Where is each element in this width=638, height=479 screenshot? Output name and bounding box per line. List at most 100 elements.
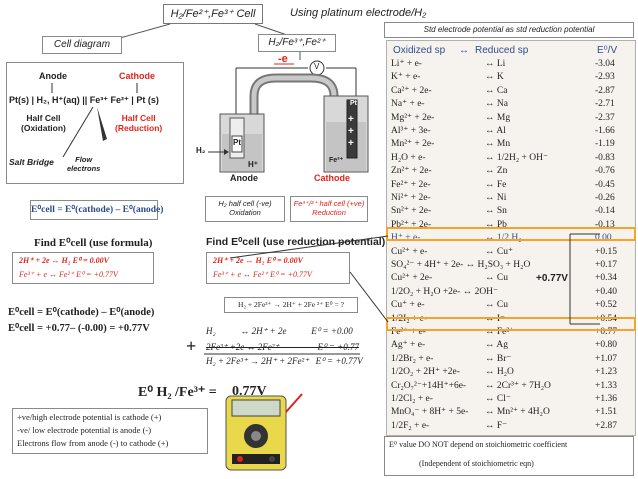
table-cell-potential: +2.87 bbox=[595, 420, 617, 431]
table-row: Ni²⁺ + 2e- ↔ Ni -0.26 bbox=[387, 192, 637, 205]
table-cell-potential: +0.77 bbox=[595, 327, 617, 337]
table-row: Al³⁺ + 3e- ↔ Al -1.66 bbox=[387, 125, 637, 138]
table-cell-potential: -0.13 bbox=[595, 219, 615, 230]
table-cell-reduced: ↔ Fe bbox=[485, 179, 507, 190]
highlight-fe-row bbox=[386, 317, 636, 331]
table-row: SO₄²⁻ + 4H⁺ + 2e- ↔ H₂SO₃ + H₂O +0.17 bbox=[387, 259, 637, 272]
table-cell-oxidized: Ni²⁺ + 2e- bbox=[391, 193, 431, 203]
h2-half-cell-box: H₂ half cell (-ve) Oxidation bbox=[205, 196, 285, 222]
cell-label-right: H₂/Fe³⁺,Fe²⁺ bbox=[268, 37, 326, 48]
table-cell-reduced: ↔ Cu⁺ bbox=[485, 246, 513, 257]
table-cell-potential: +1.51 bbox=[595, 407, 617, 418]
table-cell-potential: +0.80 bbox=[595, 340, 617, 351]
cell-voltage-label: +0.77V bbox=[536, 273, 568, 284]
table-cell-oxidized: Cr₂O₇²⁻+14H⁺+6e- bbox=[391, 380, 467, 391]
table-cell-potential: +1.33 bbox=[595, 380, 617, 391]
anode2-label: Anode bbox=[230, 173, 258, 183]
table-cell-oxidized: 1/2O₂ + H₂O +2e- ↔ 2OH⁻ bbox=[391, 286, 499, 297]
table-cell-oxidized: Mg²⁺ + 2e- bbox=[391, 112, 435, 123]
table-header-e: E⁰/V bbox=[597, 45, 618, 56]
table-cell-oxidized: MnO₄⁻ + 8H⁺ + 5e- bbox=[391, 407, 469, 418]
note-1: +ve/high electrode potential is cathode … bbox=[17, 412, 162, 422]
salt-bridge-label: Salt Bridge bbox=[9, 157, 54, 167]
table-row: Zn²⁺ + 2e-↔ Zn-0.76 bbox=[387, 165, 637, 178]
table-cell-reduced: ↔ Cu bbox=[485, 273, 508, 284]
table-cell-oxidized: H⁺ + e- bbox=[391, 233, 421, 244]
h2-half-cell-text: H₂ half cell (-ve) Oxidation bbox=[218, 199, 272, 217]
table-cell-reduced: ↔ Cl⁻ bbox=[485, 394, 511, 404]
flow-electrons-label: Flow electrons bbox=[67, 155, 101, 173]
table-cell-oxidized: 1/2Cl₂ + e- bbox=[391, 394, 433, 404]
table-cell-oxidized: Sn²⁺ + 2e- bbox=[391, 206, 432, 217]
sum-line1: H₂ ↔ 2H⁺ + 2e E⁰ = +0.00 bbox=[206, 326, 353, 336]
table-cell-reduced: ↔ H₂O bbox=[485, 367, 514, 378]
table-footer-box: E⁰ value DO NOT depend on stoichiometric… bbox=[384, 436, 634, 476]
eq-box-left: 2H⁺ + 2e ↔ H₂ E⁰ = 0.00V Fe³⁺ + e ↔ Fe²⁺… bbox=[12, 252, 154, 284]
table-cell-potential: -0.45 bbox=[595, 179, 615, 190]
table-cell-oxidized: Na⁺ + e- bbox=[391, 99, 425, 110]
title-text: H₂/Fe²⁺,Fe³⁺ Cell bbox=[170, 8, 256, 20]
table-cell-reduced: ↔ Mn²⁺ + 4H₂O bbox=[485, 407, 550, 418]
table-cell-reduced: ↔ 1/2H₂ + OH⁻ bbox=[485, 152, 549, 163]
fe-half-cell-text: Fe³⁺/²⁺ half cell (+ve) Reduction bbox=[293, 199, 365, 217]
result-label: E⁰ H₂ /Fe³⁺ = bbox=[138, 385, 217, 400]
table-cell-oxidized: SO₄²⁻ + 4H⁺ + 2e- ↔ H₂SO₃ + H₂O bbox=[391, 260, 531, 270]
table-row: 1/2O₂ + H₂O +2e- ↔ 2OH⁻+0.40 bbox=[387, 286, 637, 299]
highlight-h-row bbox=[386, 227, 636, 241]
table-row: Li⁺ + e-↔ Li-3.04 bbox=[387, 58, 637, 71]
cell-notation-arrows bbox=[51, 83, 138, 158]
half-cell-oxidation: Half Cell (Oxidation) bbox=[21, 113, 66, 133]
eq-left-line1: 2H⁺ + 2e ↔ H₂ E⁰ = 0.00V bbox=[19, 256, 110, 265]
table-cell-oxidized: 1/2Br₂ + e- bbox=[391, 353, 434, 364]
table-row: Sn²⁺ + 2e-↔ Sn-0.14 bbox=[387, 205, 637, 218]
table-cell-potential: +0.17 bbox=[595, 260, 617, 270]
cathode2-label: Cathode bbox=[314, 173, 350, 183]
table-cell-potential: +0.34 bbox=[595, 273, 617, 284]
table-cell-oxidized: 1/2F₂ + e- bbox=[391, 420, 430, 431]
table-row: 1/2F₂ + e-↔ F⁻+2.87 bbox=[387, 420, 637, 433]
eq-left-line2: Fe³⁺ + e ↔ Fe²⁺ E⁰ = +0.77V bbox=[19, 270, 118, 279]
plus-sign-2: + bbox=[348, 126, 354, 137]
fe-half-cell-box: Fe³⁺/²⁺ half cell (+ve) Reduction bbox=[290, 196, 368, 222]
formula-text: E⁰cell = E⁰(cathode) – E⁰(anode) bbox=[31, 205, 164, 215]
pt-left-label: Pt bbox=[233, 138, 241, 147]
table-row: K⁺ + e-↔ K-2.93 bbox=[387, 71, 637, 84]
h2-gas-label: H₂ bbox=[196, 146, 206, 155]
table-cell-oxidized: Cu²⁺ + 2e- bbox=[391, 273, 433, 284]
table-cell-reduced: ↔ Al bbox=[485, 126, 506, 136]
plus-sign-1: + bbox=[348, 114, 354, 125]
note-3: Electrons flow from anode (-) to cathode… bbox=[17, 438, 169, 448]
table-cell-reduced: ↔ Mg bbox=[485, 112, 511, 123]
table-cell-reduced: ↔ Cu bbox=[485, 300, 508, 311]
overall-box: H₂ + 2Fe³⁺ → 2H⁺ + 2Fe ²⁺ E⁰ = ? bbox=[224, 297, 358, 313]
table-footer-1: E⁰ value DO NOT depend on stoichiometric… bbox=[389, 440, 568, 449]
eq-right-line1: 2H⁺ + 2e ↔ H₂ E⁰ = 0.00V bbox=[213, 256, 304, 265]
table-row: Ag⁺ + e-↔ Ag+0.80 bbox=[387, 339, 637, 352]
table-row: 1/2O₂ + 2H⁺ +2e-↔ H₂O+1.23 bbox=[387, 366, 637, 379]
table-row: Pb²⁺ + 2e-↔ Pb-0.13 bbox=[387, 219, 637, 232]
table-cell-potential: -0.76 bbox=[595, 166, 615, 177]
table-row: Fe³⁺ + e-↔ Fe²⁺+0.77 bbox=[387, 326, 637, 339]
table-cell-potential: -1.66 bbox=[595, 126, 615, 136]
multimeter-image bbox=[225, 393, 303, 471]
table-cell-reduced: ↔ Zn bbox=[485, 166, 508, 177]
apparatus-drawing bbox=[208, 60, 369, 173]
table-cell-oxidized: 1/2O₂ + 2H⁺ +2e- bbox=[391, 367, 460, 378]
table-cell-potential: 0.00 bbox=[595, 233, 612, 244]
table-cell-reduced: ↔ Ca bbox=[485, 85, 508, 96]
table-cell-potential: -0.26 bbox=[595, 193, 615, 203]
table-cell-potential: +0.15 bbox=[595, 246, 617, 257]
electron-label: -e bbox=[278, 53, 288, 65]
potential-table: Oxidized sp ↔ Reduced sp E⁰/V Li⁺ + e-↔ … bbox=[386, 40, 636, 436]
table-cell-oxidized: Al³⁺ + 3e- bbox=[391, 126, 431, 136]
table-cell-reduced: ↔ Ni bbox=[485, 193, 507, 203]
table-cell-potential: +1.07 bbox=[595, 353, 617, 364]
note-2: -ve/ low electrode potential is anode (-… bbox=[17, 425, 152, 435]
table-cell-oxidized: K⁺ + e- bbox=[391, 72, 421, 83]
table-cell-potential: +0.52 bbox=[595, 300, 617, 311]
notes-box: +ve/high electrode potential is cathode … bbox=[12, 408, 208, 454]
result-value: 0.77V bbox=[232, 384, 267, 399]
table-title: Std electrode potential as std reduction… bbox=[423, 25, 595, 34]
fe3-label: Fe³⁺ bbox=[329, 157, 344, 164]
